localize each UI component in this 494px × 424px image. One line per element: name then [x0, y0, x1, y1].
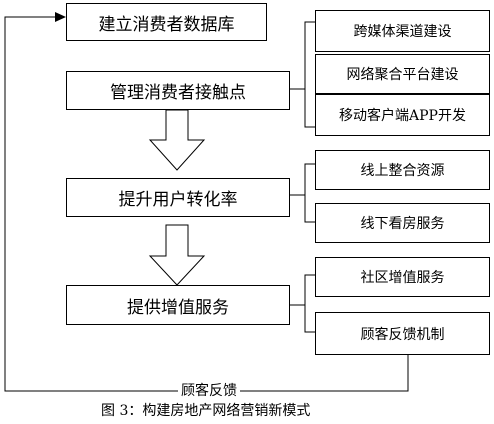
down-arrow-2 — [148, 224, 206, 286]
figure-caption: 图 3：构建房地产网络营销新模式 — [101, 400, 311, 420]
step-box-value-added-services: 提供增值服务 — [66, 285, 290, 325]
feedback-loop-line — [4, 16, 409, 392]
down-arrow-1 — [148, 109, 206, 171]
side-box-online-resources: 线上整合资源 — [315, 150, 490, 190]
side-box-mobile-app: 移动客户端APP开发 — [315, 94, 490, 136]
step-box-improve-conversion: 提升用户转化率 — [66, 178, 290, 217]
side-box-feedback-mechanism: 顾客反馈机制 — [315, 312, 490, 355]
step-box-build-database: 建立消费者数据库 — [66, 3, 267, 41]
side-box-community-services: 社区增值服务 — [315, 257, 490, 297]
side-box-offline-viewing: 线下看房服务 — [315, 203, 490, 243]
step-box-manage-touchpoints: 管理消费者接触点 — [66, 71, 290, 110]
feedback-loop-label: 顾客反馈 — [178, 380, 240, 400]
bracket-group-2 — [290, 163, 315, 223]
side-box-cross-media-channels: 跨媒体渠道建设 — [315, 10, 490, 52]
bracket-group-3 — [290, 274, 315, 333]
bracket-group-1 — [290, 21, 315, 128]
side-box-network-platform: 网络聚合平台建设 — [315, 54, 490, 94]
feedback-arrow-head — [55, 12, 66, 22]
